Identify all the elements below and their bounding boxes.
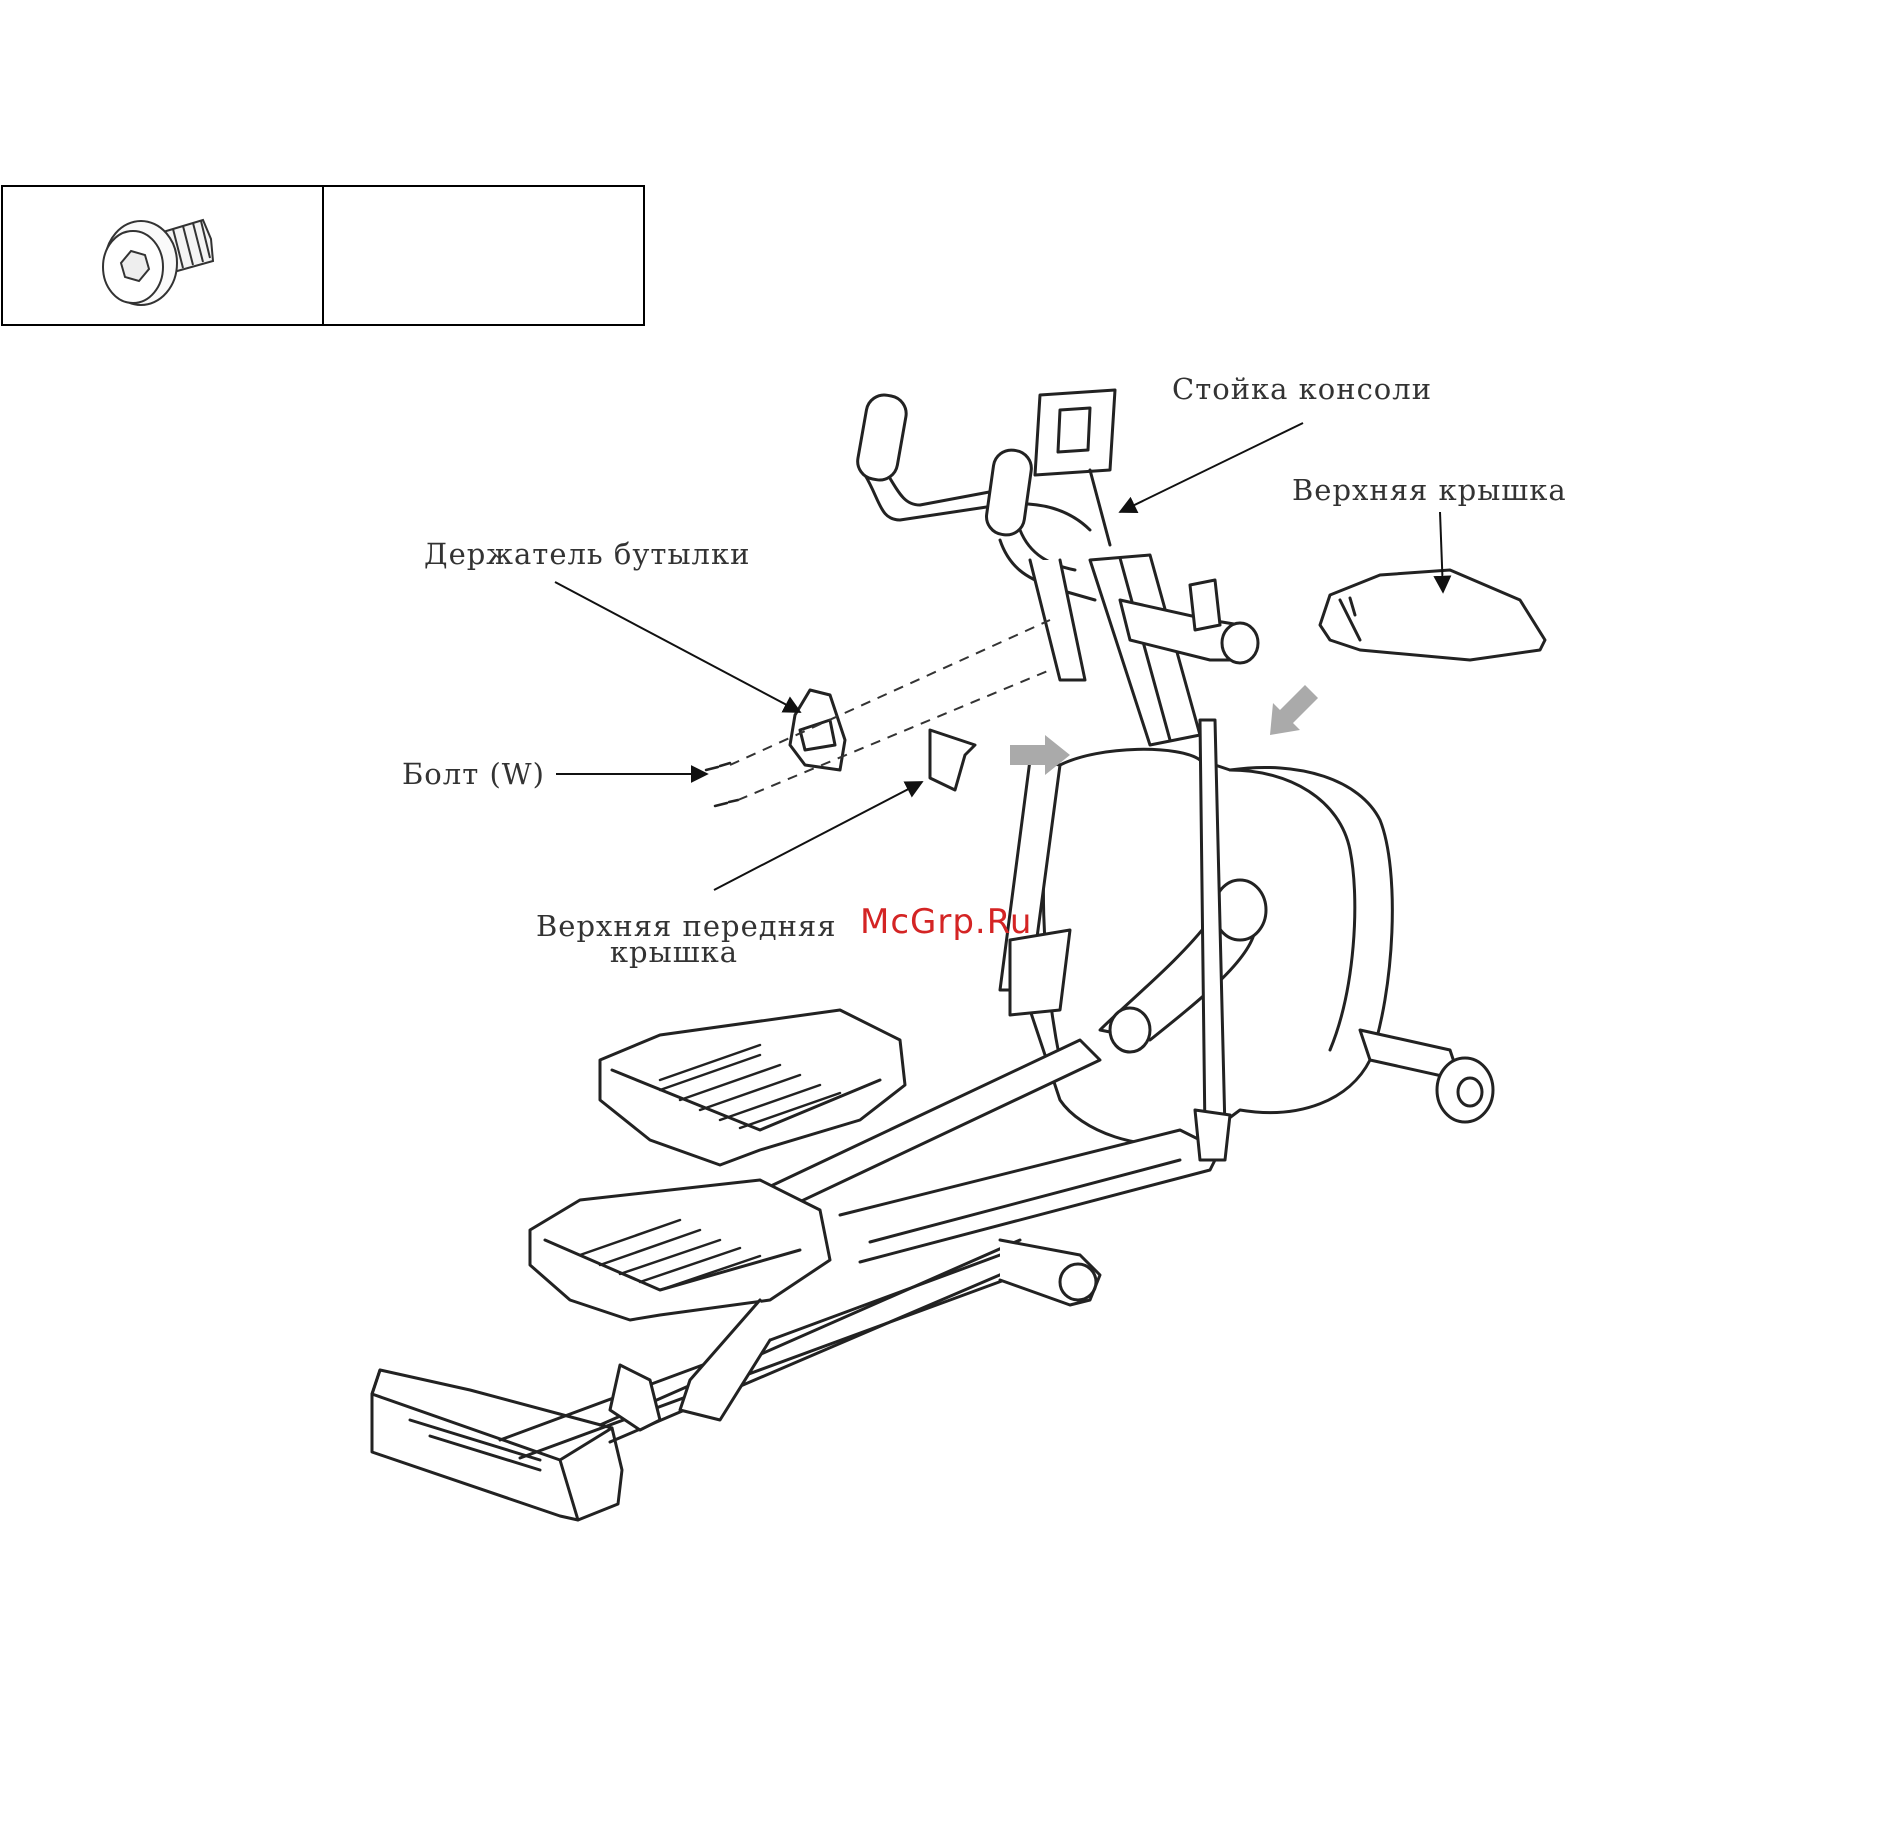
label-top-cover: Верхняя крышка bbox=[1292, 476, 1567, 505]
label-bottle-holder: Держатель бутылки bbox=[424, 540, 750, 569]
pedal-lower bbox=[530, 1180, 830, 1320]
bolt-upper bbox=[706, 763, 730, 770]
leader-bottle-holder bbox=[555, 582, 800, 712]
leader-console-mast bbox=[1120, 423, 1303, 512]
leader-front-cover bbox=[714, 782, 922, 890]
handlebar-left bbox=[865, 475, 1090, 530]
label-bolt: Болт (W) bbox=[402, 760, 545, 789]
bolt-lower bbox=[715, 800, 738, 806]
label-front-cover-line2: крышка bbox=[536, 938, 812, 967]
bottle-holder-part bbox=[790, 690, 845, 770]
front-top-cover-part bbox=[930, 730, 975, 790]
hint-arrow-cover bbox=[1270, 685, 1318, 735]
label-console-mast: Стойка консоли bbox=[1172, 375, 1432, 404]
console-plate bbox=[1035, 390, 1115, 475]
watermark: McGrp.Ru bbox=[860, 902, 1032, 942]
